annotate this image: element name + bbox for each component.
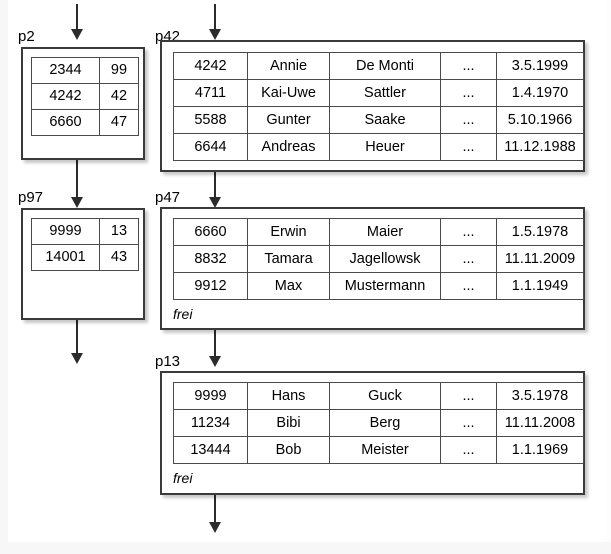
arrow-p47-to-p13 [208,330,222,367]
node-label-p13: p13 [155,353,181,370]
table-row[interactable]: 5588 Gunter Saake ... 5.10.1966 [173,106,584,134]
table-row[interactable]: 4711 Kai-Uwe Sattler ... 1.4.1970 [173,79,584,107]
cell-more: ... [440,52,497,80]
index-pointer-cell: 13 [99,218,139,245]
table-row[interactable]: 6644 Andreas Heuer ... 11.12.1988 [173,133,584,161]
index-key-cell: 9999 [31,218,100,245]
cell-lastname: Berg [329,409,441,437]
data-table-p47[interactable]: 6660 Erwin Maier ... 1.5.1978 8832 Tamar… [173,218,584,300]
cell-more: ... [440,79,497,107]
cell-date: 5.10.1966 [496,106,584,134]
node-label-p2: p2 [18,28,35,45]
index-table-p2[interactable]: 2344 99 4242 42 6660 47 [31,57,139,136]
cell-lastname: De Monti [329,52,441,80]
node-label-p47: p47 [155,189,181,206]
cell-firstname: Bibi [247,409,330,437]
cell-more: ... [440,133,497,161]
cell-more: ... [440,106,497,134]
cell-date: 11.12.1988 [496,133,584,161]
table-row[interactable]: 9912 Max Mustermann ... 1.1.1949 [173,272,584,300]
cell-id: 9999 [173,382,248,410]
table-row[interactable]: 9999 Hans Guck ... 3.5.1978 [173,382,584,410]
cell-firstname: Gunter [247,106,330,134]
index-key-cell: 4242 [31,83,100,110]
cell-firstname: Tamara [247,245,330,273]
cell-more: ... [440,245,497,273]
index-key-cell: 6660 [31,109,100,136]
data-table-p13[interactable]: 9999 Hans Guck ... 3.5.1978 11234 Bibi B… [173,382,584,464]
cell-lastname: Meister [329,436,441,464]
table-row[interactable]: 13444 Bob Meister ... 1.1.1969 [173,436,584,464]
table-row[interactable]: 4242 42 [31,83,139,110]
table-row[interactable]: 6660 Erwin Maier ... 1.5.1978 [173,218,584,246]
cell-firstname: Andreas [247,133,330,161]
free-space-label-p13: frei [173,470,193,486]
cell-id: 4242 [173,52,248,80]
table-row[interactable]: 11234 Bibi Berg ... 11.11.2008 [173,409,584,437]
cell-firstname: Bob [247,436,330,464]
arrow-into-p2 [70,4,84,40]
cell-lastname: Heuer [329,133,441,161]
cell-more: ... [440,272,497,300]
cell-more: ... [440,218,497,246]
data-table-p42[interactable]: 4242 Annie De Monti ... 3.5.1999 4711 Ka… [173,52,584,161]
cell-lastname: Jagellowsk [329,245,441,273]
index-table-p97[interactable]: 9999 13 14001 43 [31,218,139,271]
cell-id: 13444 [173,436,248,464]
page-margin-left [0,0,8,554]
cell-lastname: Sattler [329,79,441,107]
arrow-into-p42 [208,4,222,40]
cell-id: 5588 [173,106,248,134]
index-pointer-cell: 43 [99,244,139,271]
table-row[interactable]: 2344 99 [31,57,139,84]
table-row[interactable]: 4242 Annie De Monti ... 3.5.1999 [173,52,584,80]
cell-firstname: Annie [247,52,330,80]
cell-lastname: Guck [329,382,441,410]
index-key-cell: 14001 [31,244,100,271]
table-row[interactable]: 6660 47 [31,109,139,136]
cell-firstname: Erwin [247,218,330,246]
page-margin-right [607,0,611,554]
free-space-label-p47: frei [173,306,193,322]
cell-date: 3.5.1999 [496,52,584,80]
cell-more: ... [440,436,497,464]
cell-date: 1.4.1970 [496,79,584,107]
table-row[interactable]: 9999 13 [31,218,139,245]
cell-more: ... [440,409,497,437]
arrow-p13-out [208,495,222,533]
index-pointer-cell: 99 [99,57,139,84]
arrow-p2-to-p97 [70,160,84,208]
cell-firstname: Hans [247,382,330,410]
cell-id: 6660 [173,218,248,246]
cell-id: 4711 [173,79,248,107]
cell-lastname: Mustermann [329,272,441,300]
cell-id: 6644 [173,133,248,161]
cell-firstname: Kai-Uwe [247,79,330,107]
cell-date: 1.1.1969 [496,436,584,464]
cell-firstname: Max [247,272,330,300]
index-key-cell: 2344 [31,57,100,84]
node-label-p97: p97 [18,189,44,206]
cell-date: 1.5.1978 [496,218,584,246]
cell-id: 9912 [173,272,248,300]
cell-date: 11.11.2009 [496,245,584,273]
arrow-p42-to-p47 [208,172,222,208]
cell-lastname: Saake [329,106,441,134]
cell-date: 11.11.2008 [496,409,584,437]
page-margin-bottom [0,542,611,554]
arrow-p97-out [70,320,84,364]
table-row[interactable]: 8832 Tamara Jagellowsk ... 11.11.2009 [173,245,584,273]
cell-date: 3.5.1978 [496,382,584,410]
index-pointer-cell: 47 [99,109,139,136]
cell-date: 1.1.1949 [496,272,584,300]
cell-id: 8832 [173,245,248,273]
cell-more: ... [440,382,497,410]
cell-lastname: Maier [329,218,441,246]
table-row[interactable]: 14001 43 [31,244,139,271]
cell-id: 11234 [173,409,248,437]
index-pointer-cell: 42 [99,83,139,110]
